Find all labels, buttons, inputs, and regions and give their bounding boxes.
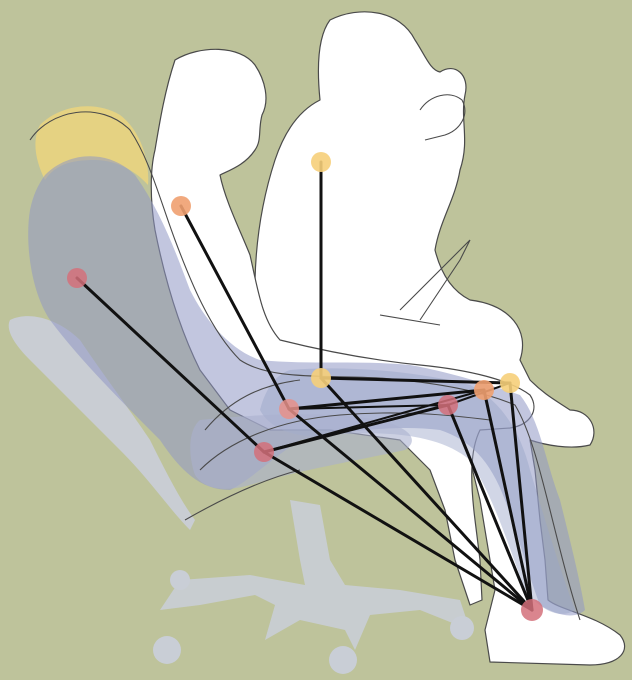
joint-red-hip: [254, 442, 274, 462]
joint-red-shoulder: [67, 268, 87, 288]
joint-red-ankle: [521, 599, 543, 621]
caster-right: [450, 616, 474, 640]
joint-orange-shoulder: [171, 196, 191, 216]
caster-left: [153, 636, 181, 664]
caster-mid: [329, 646, 357, 674]
caster-back: [170, 570, 190, 590]
joint-yellow-shoulder: [311, 152, 331, 172]
chair-base: [153, 500, 474, 674]
joint-orange-knee: [474, 380, 494, 400]
joint-yellow-hip: [311, 368, 331, 388]
joint-yellow-knee: [500, 373, 520, 393]
joint-red-knee: [438, 395, 458, 415]
chair-base-wash: [160, 500, 470, 650]
joint-orange-hip: [279, 399, 299, 419]
